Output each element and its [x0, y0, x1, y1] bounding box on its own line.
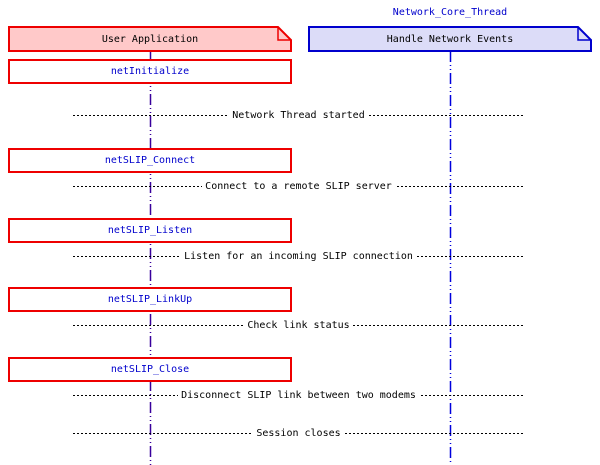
message-check-link-status: Check link status — [73, 317, 524, 334]
message-label: Session closes — [253, 428, 344, 439]
handle-network-events-label: Handle Network Events — [386, 33, 514, 45]
note-body — [8, 26, 292, 52]
handle-network-events-header: Handle Network Events — [308, 26, 592, 52]
message-label: Network Thread started — [229, 110, 368, 121]
user-application-header: User Application — [8, 26, 292, 52]
call-box-netslip-listen: netSLIP_Listen — [8, 218, 292, 243]
message-label: Connect to a remote SLIP server — [202, 181, 395, 192]
call-box-netslip-close: netSLIP_Close — [8, 357, 292, 382]
message-disconnect-slip-link: Disconnect SLIP link between two modems — [73, 387, 524, 404]
message-label: Listen for an incoming SLIP connection — [181, 251, 416, 262]
call-box-netinitialize: netInitialize — [8, 59, 292, 84]
message-label: Disconnect SLIP link between two modems — [178, 390, 419, 401]
note-fold-icon — [277, 27, 291, 41]
note-shape — [308, 26, 592, 52]
thread-title: Network_Core_Thread — [392, 7, 508, 18]
note-fold-icon — [577, 27, 591, 41]
message-connect-remote-slip: Connect to a remote SLIP server — [73, 178, 524, 195]
message-session-closes: Session closes — [73, 425, 524, 442]
message-network-thread-started: Network Thread started — [73, 107, 524, 124]
note-shape — [8, 26, 292, 52]
message-label: Check link status — [244, 320, 353, 331]
user-application-label: User Application — [101, 33, 199, 45]
message-listen-incoming-slip: Listen for an incoming SLIP connection — [73, 248, 524, 265]
call-box-netslip-linkup: netSLIP_LinkUp — [8, 287, 292, 312]
call-box-netslip-connect: netSLIP_Connect — [8, 148, 292, 173]
note-body — [308, 26, 592, 52]
